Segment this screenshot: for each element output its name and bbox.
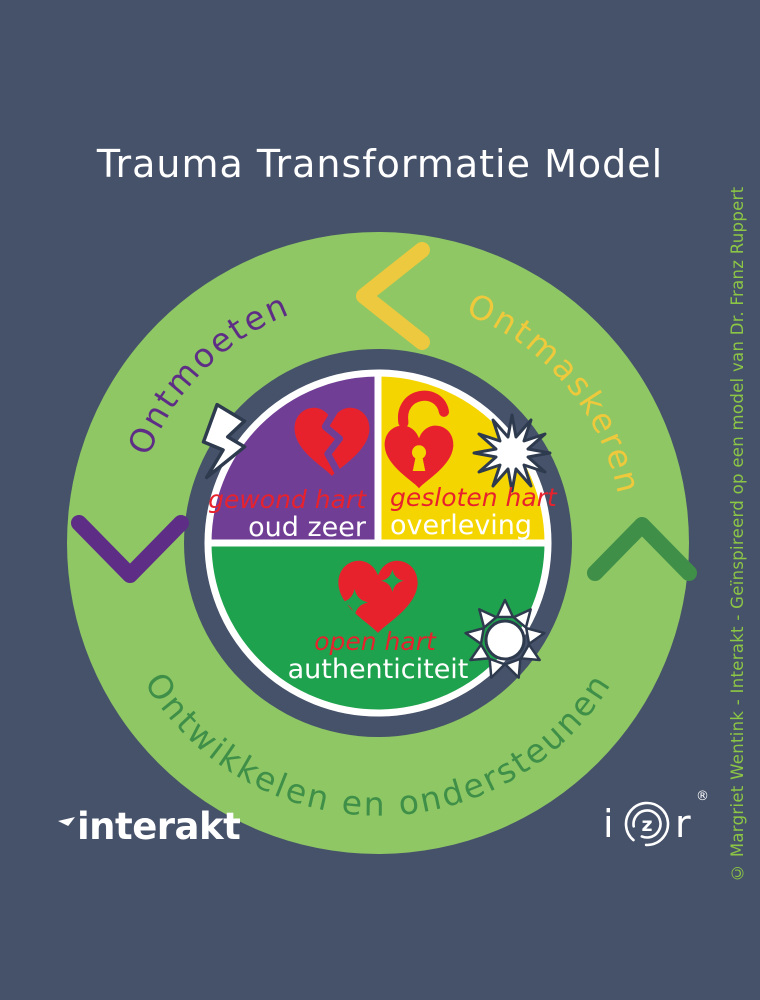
locked-heart-icon: [384, 390, 454, 489]
copyright-text: © Margriet Wentink - Interakt - Geïnspir…: [728, 186, 747, 882]
izr-outer-circle: [624, 801, 670, 847]
cycle-diagram: Ontmoeten Ontmaskeren Ontwikkelen en ond…: [67, 232, 697, 854]
izr-logo: i z r ®: [593, 782, 713, 862]
izr-inner-circle: [632, 809, 662, 839]
segment-heading-open-hart: open hart: [314, 627, 437, 656]
segment-subheading-authenticiteit: authenticiteit: [288, 654, 469, 685]
lightning-bolt-icon: [201, 402, 247, 480]
chevron-down-icon: [71, 515, 189, 583]
inner-circle: [204, 369, 552, 717]
segment-heading-gewond-hart: gewond hart: [208, 485, 367, 514]
izr-logo-graphic: i z r ®: [603, 789, 709, 847]
broken-heart-icon: [294, 407, 370, 476]
segment-heading-gesloten-hart: gesloten hart: [390, 483, 558, 512]
registered-trademark-icon: ®: [696, 789, 709, 804]
interakt-logo-mark-icon: [58, 817, 75, 826]
chevron-up-icon: [587, 517, 697, 581]
chevron-left-icon: [356, 242, 430, 350]
interakt-logo-text: interakt: [77, 805, 241, 848]
izr-letter-z: z: [641, 814, 652, 836]
segment-subheading-oud-zeer: oud zeer: [248, 512, 367, 543]
izr-letter-i: i: [603, 802, 614, 846]
interakt-logo: interakt: [58, 805, 241, 848]
starburst-icon: [472, 413, 552, 493]
izr-letter-r: r: [675, 802, 691, 846]
segment-closed-heart: [374, 369, 552, 547]
sun-icon: [464, 598, 546, 679]
segment-subheading-overleving: overleving: [390, 510, 532, 541]
page-title: Trauma Transformatie Model: [96, 142, 664, 186]
